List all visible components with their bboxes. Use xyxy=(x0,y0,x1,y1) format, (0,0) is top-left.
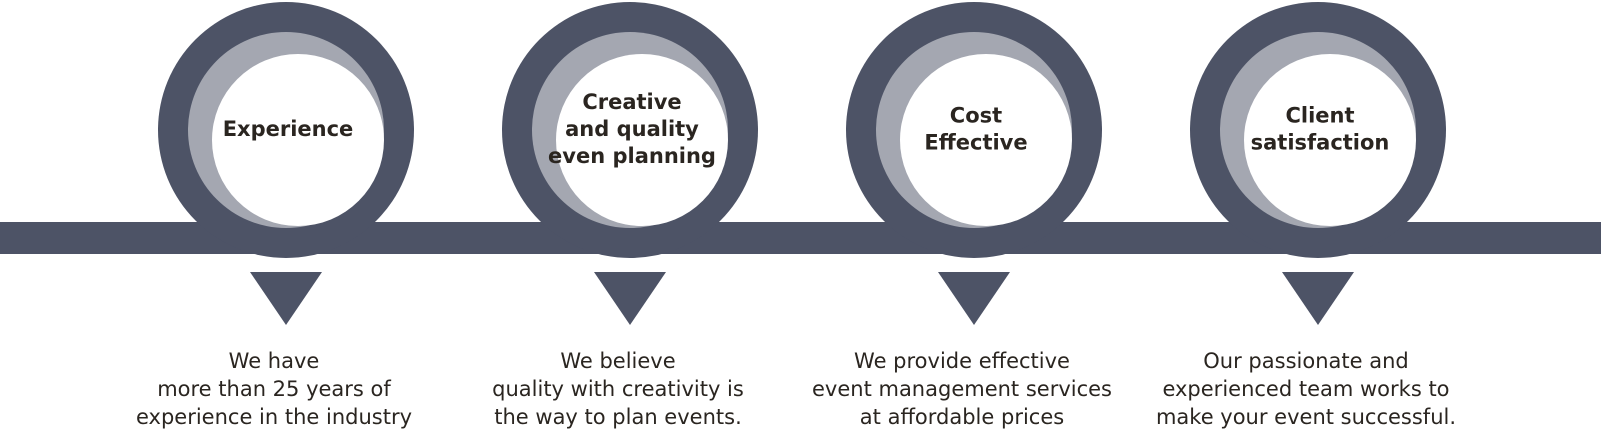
step-title-line: Effective xyxy=(924,131,1027,155)
step-inner-disc xyxy=(1244,54,1416,226)
step-title-line: Creative xyxy=(582,90,681,114)
step-title-line: Experience xyxy=(223,117,354,141)
step-title-line: satisfaction xyxy=(1251,131,1390,155)
step-title-line: Cost xyxy=(950,104,1002,128)
step-description-line: quality with creativity is xyxy=(492,377,744,401)
step-description-line: We provide effective xyxy=(854,349,1070,373)
step-description-line: more than 25 years of xyxy=(157,377,391,401)
step-inner-disc xyxy=(212,54,384,226)
step-pointer-triangle xyxy=(1282,272,1354,325)
step-description-line: at affordable prices xyxy=(860,405,1064,429)
step-title-line: even planning xyxy=(548,144,716,168)
step-description-line: We believe xyxy=(560,349,675,373)
step-description-line: event management services xyxy=(812,377,1112,401)
step-description-line: experience in the industry xyxy=(136,405,412,429)
step-description-line: make your event successful. xyxy=(1156,405,1456,429)
timeline-steps: Experience We have more than 25 years of ex… xyxy=(136,2,1456,429)
step-description-line: We have xyxy=(229,349,320,373)
step-pointer-triangle xyxy=(250,272,322,325)
step-description-line: Our passionate and xyxy=(1203,349,1408,373)
step-pointer-triangle xyxy=(938,272,1010,325)
timeline-step: Experience We have more than 25 years of ex… xyxy=(136,2,414,429)
step-pointer-triangle xyxy=(594,272,666,325)
step-title-line: Client xyxy=(1285,104,1354,128)
timeline-step: Creative and quality even planning We belie… xyxy=(492,2,758,429)
step-description-line: the way to plan events. xyxy=(494,405,742,429)
step-inner-disc xyxy=(556,54,728,226)
step-description-line: experienced team works to xyxy=(1162,377,1449,401)
step-inner-disc xyxy=(900,54,1072,226)
step-title-line: and quality xyxy=(565,117,699,141)
